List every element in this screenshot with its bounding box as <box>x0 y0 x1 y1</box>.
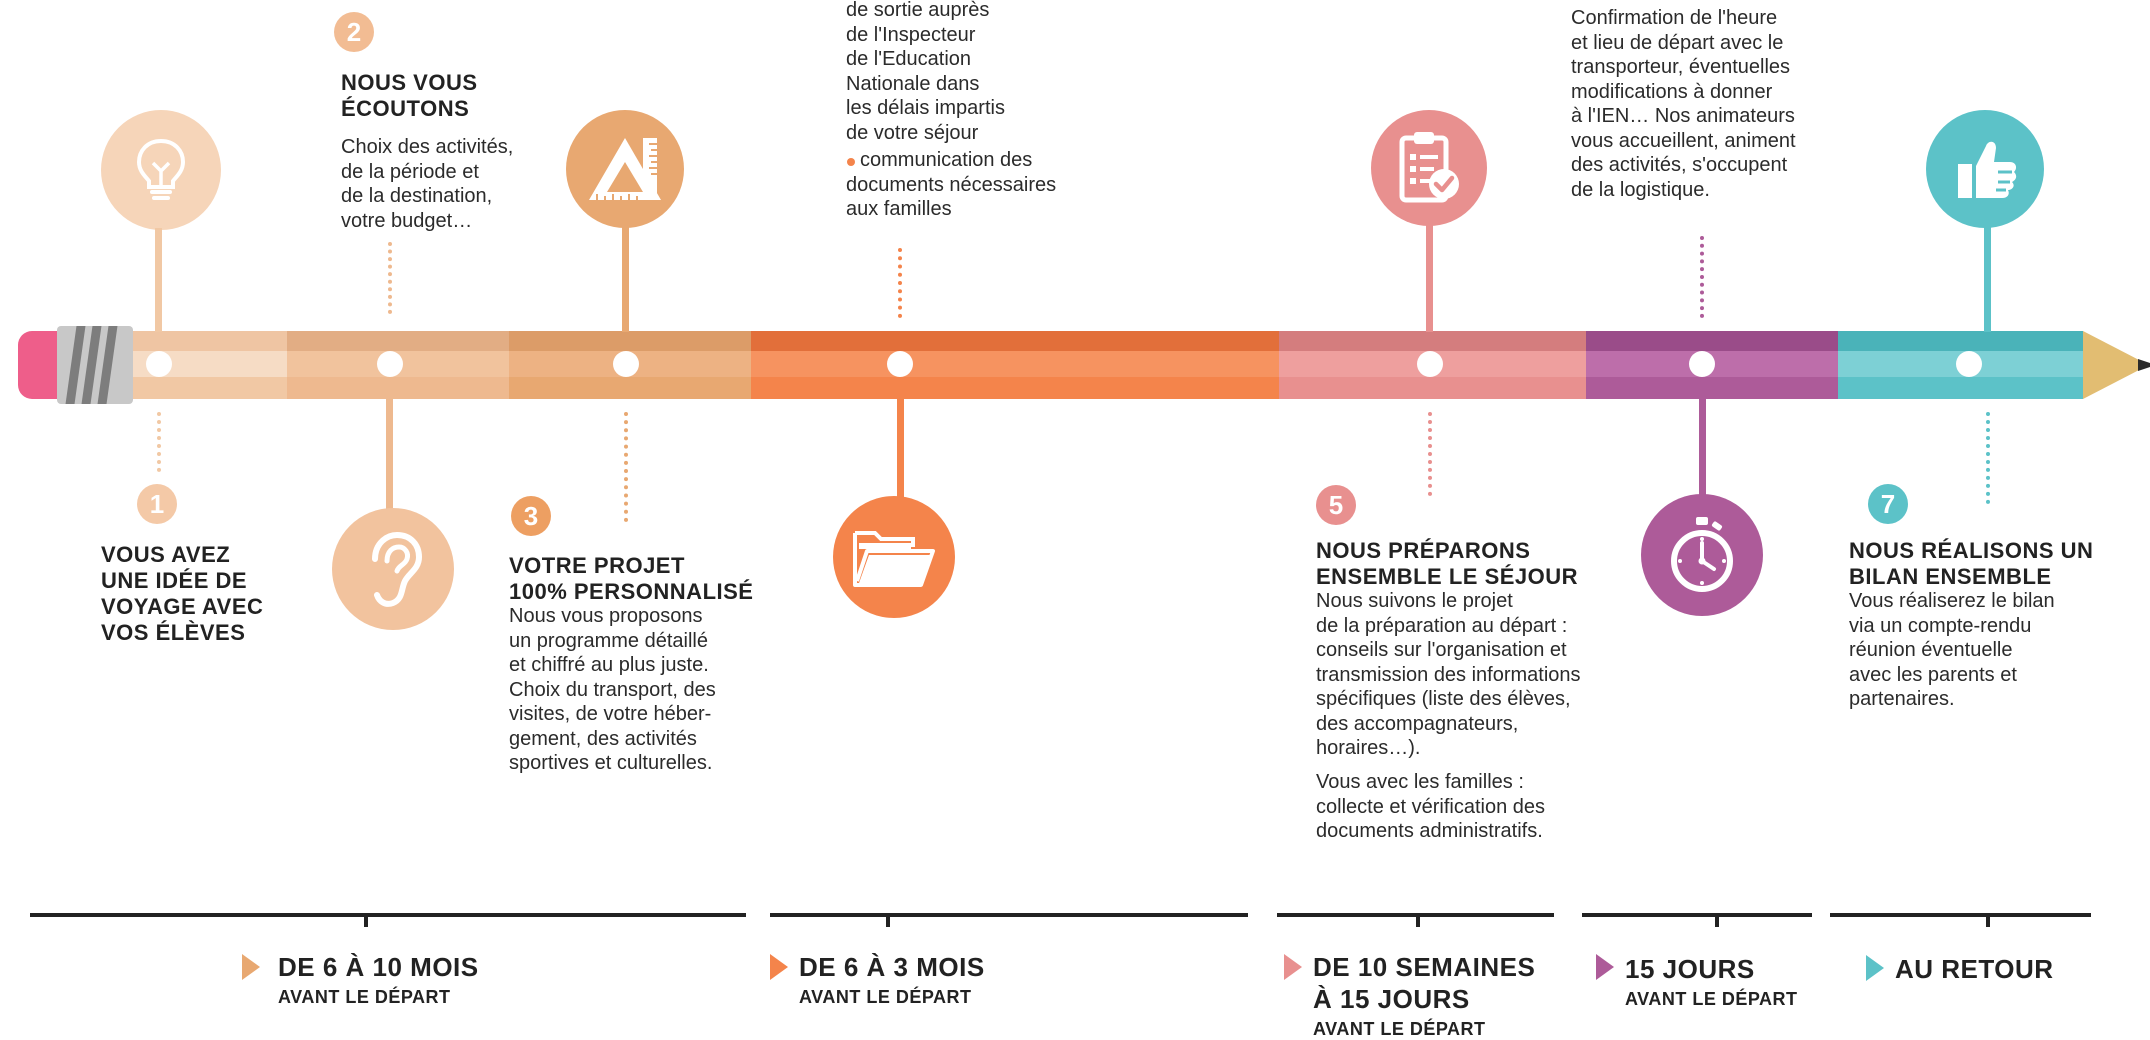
step-3-dotted-line <box>624 412 628 522</box>
step-7-dotted-line <box>1986 412 1990 504</box>
step-7-title: NOUS RÉALISONS UN BILAN ENSEMBLE <box>1849 538 2094 589</box>
period-tick-5 <box>1986 913 1990 927</box>
pencil-eraser <box>18 331 62 399</box>
period-line-2 <box>770 913 1248 917</box>
step-1-icon-circle <box>101 110 221 230</box>
timeline-node-4 <box>887 351 913 377</box>
step-1-title: VOUS AVEZ UNE IDÉE DE VOYAGE AVEC VOS ÉL… <box>101 542 264 645</box>
step-5-description-families: Vous avec les familles : collecte et vér… <box>1316 771 1546 842</box>
step-3-stem <box>622 226 629 332</box>
period-tick-2 <box>886 913 890 927</box>
step-4-bullet-dot <box>847 158 855 166</box>
period-5-arrow-icon <box>1866 955 1884 981</box>
period-4-arrow-icon <box>1596 954 1614 980</box>
period-tick-1 <box>364 913 368 927</box>
period-line-4 <box>1582 913 1812 917</box>
stopwatch-icon <box>1671 517 1733 592</box>
period-4-sublabel: AVANT LE DÉPART <box>1625 989 1798 1009</box>
step-4-bullet-text: communication des documents nécessaires … <box>846 149 1057 220</box>
step-4-description: de sortie auprès de l'Inspecteur de l'Ed… <box>846 0 1005 144</box>
step-4-stem <box>897 398 904 500</box>
timeline-node-5 <box>1417 351 1443 377</box>
step-4-icon-circle <box>833 496 955 618</box>
bar-segment-2 <box>287 331 509 399</box>
timeline-node-6 <box>1689 351 1715 377</box>
period-2-label: DE 6 À 3 MOIS <box>799 952 985 982</box>
timeline-node-7 <box>1956 351 1982 377</box>
period-3-label: DE 10 SEMAINES À 15 JOURS <box>1313 952 1536 1014</box>
pencil-ferrule <box>57 326 133 404</box>
timeline-node-3 <box>613 351 639 377</box>
step-5-icon-circle <box>1371 110 1487 226</box>
thumbs-up-icon <box>1958 141 2017 198</box>
period-line-5 <box>1830 913 2091 917</box>
step-2-stem <box>386 398 393 510</box>
step-5-stem <box>1426 224 1433 332</box>
period-tick-3 <box>1416 913 1420 927</box>
period-tick-4 <box>1715 913 1719 927</box>
step-1-number-badge: 1 <box>137 484 177 524</box>
step-6-stem <box>1699 398 1706 498</box>
step-2-dotted-line <box>388 242 392 314</box>
step-6-description: Confirmation de l'heure et lieu de dépar… <box>1571 7 1796 201</box>
step-3-icon-circle <box>566 110 684 228</box>
pencil-tip <box>2083 331 2150 399</box>
step-7-description: Vous réaliserez le bilan via un compte-r… <box>1849 590 2055 710</box>
step-2-description: Choix des activités, de la période et de… <box>341 136 514 232</box>
step-4-dotted-line <box>898 248 902 318</box>
ruler-triangle-icon <box>589 138 661 200</box>
step-5-description: Nous suivons le projet de la préparation… <box>1316 590 1581 759</box>
step-3-title: VOTRE PROJET 100% PERSONNALISÉ <box>509 553 754 604</box>
step-1-dotted-line <box>157 412 161 472</box>
step-2-title: NOUS VOUS ÉCOUTONS <box>341 70 478 121</box>
period-2-arrow-icon <box>770 954 788 980</box>
ear-icon <box>372 531 423 607</box>
folder-icon <box>853 531 935 587</box>
step-7-icon-circle <box>1926 110 2044 228</box>
period-1-label: DE 6 À 10 MOIS <box>278 952 479 982</box>
bar-segment-4 <box>751 331 1279 399</box>
period-4-label: 15 JOURS <box>1625 954 1755 984</box>
clipboard-check-icon <box>1399 132 1459 203</box>
step-5-number-badge: 5 <box>1316 485 1356 525</box>
period-1-sublabel: AVANT LE DÉPART <box>278 987 451 1007</box>
period-line-1 <box>30 913 746 917</box>
step-1-stem <box>155 228 162 332</box>
lightbulb-icon <box>136 138 186 200</box>
step-6-dotted-line <box>1700 236 1704 318</box>
step-6-icon-circle <box>1641 494 1763 616</box>
period-2-sublabel: AVANT LE DÉPART <box>799 987 972 1007</box>
step-3-description: Nous vous proposons un programme détaill… <box>509 605 716 774</box>
step-2-number-badge: 2 <box>334 12 374 52</box>
step-3-number-badge: 3 <box>511 496 551 536</box>
period-line-3 <box>1277 913 1554 917</box>
timeline-node-1 <box>146 351 172 377</box>
period-5-label: AU RETOUR <box>1895 954 2054 984</box>
step-5-dotted-line <box>1428 412 1432 496</box>
step-2-icon-circle <box>332 508 454 630</box>
period-3-sublabel: AVANT LE DÉPART <box>1313 1019 1486 1039</box>
step-7-number-badge: 7 <box>1868 484 1908 524</box>
period-1-arrow-icon <box>242 954 260 980</box>
step-7-stem <box>1984 226 1991 332</box>
timeline-node-2 <box>377 351 403 377</box>
period-3-arrow-icon <box>1284 954 1302 980</box>
step-5-title: NOUS PRÉPARONS ENSEMBLE LE SÉJOUR <box>1316 538 1579 589</box>
